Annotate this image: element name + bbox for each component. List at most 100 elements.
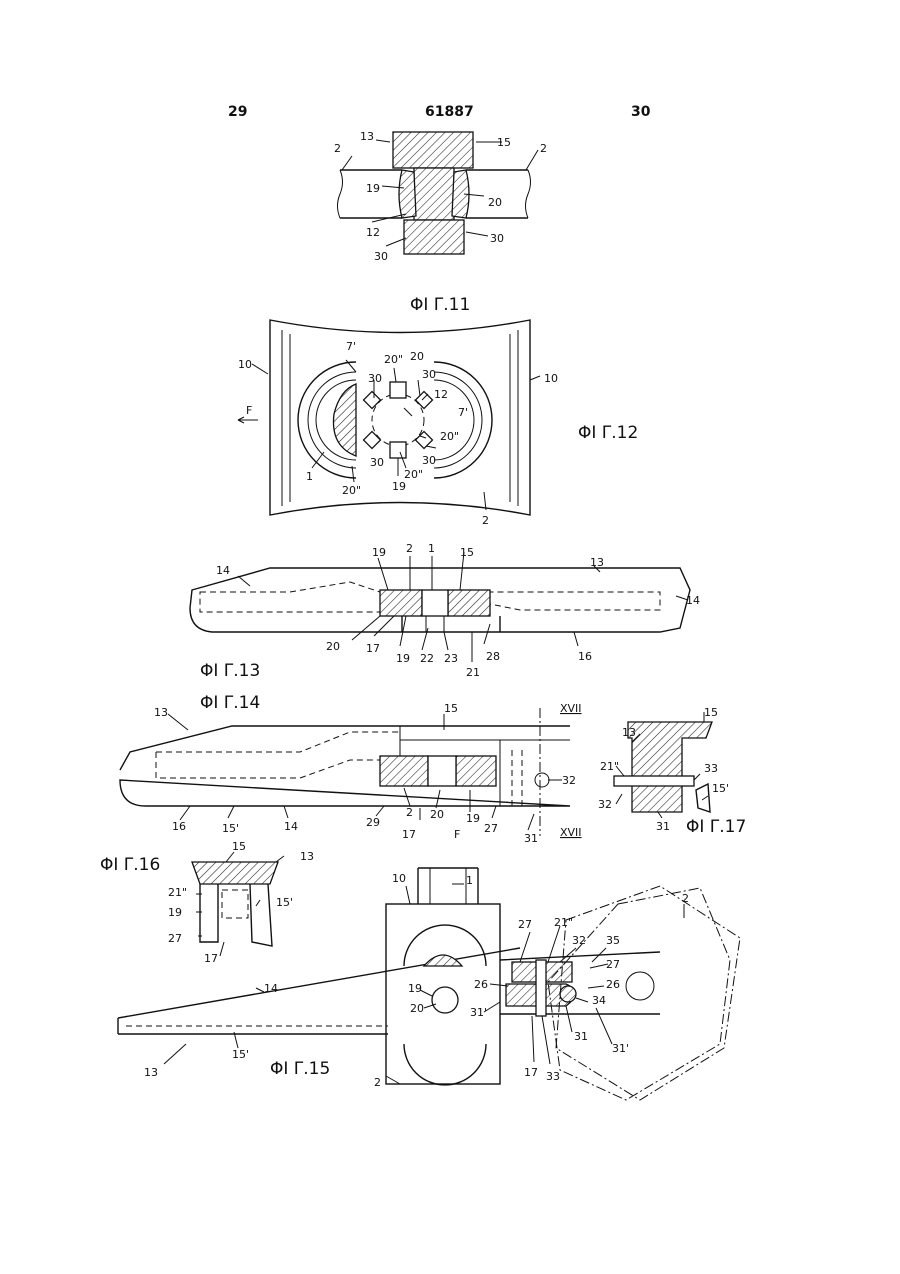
fig15-label-31prime-left: 31': [470, 1006, 487, 1019]
figure-15: [118, 868, 740, 1100]
fig16-label-19: 19: [168, 906, 182, 919]
fig12-label-7prime-top: 7': [346, 340, 356, 353]
fig12-label-30-br: 30: [422, 454, 436, 467]
fig11-label-2-right: 2: [540, 142, 547, 155]
fig14-label-15: 15: [444, 702, 458, 715]
fig12-label-20dq-top: 20": [384, 353, 403, 366]
fig13-label-23: 23: [444, 652, 458, 665]
fig12-label-1: 1: [306, 470, 313, 483]
fig15-label-19: 19: [408, 982, 422, 995]
fig11-label-12: 12: [366, 226, 380, 239]
fig15-label-35: 35: [606, 934, 620, 947]
fig14-label-F: F: [454, 828, 460, 841]
fig15-bolt-33: [536, 960, 546, 1016]
fig13-label-21: 21: [466, 666, 480, 679]
fig14-label-32: 32: [562, 774, 576, 787]
fig14-label-27: 27: [484, 822, 498, 835]
fig14-outline: [120, 726, 570, 806]
fig12-label-F: F: [246, 404, 252, 417]
fig15-pin-1-inner: [430, 868, 466, 904]
fig12-label-19: 19: [392, 480, 406, 493]
fig15-caption: ΦΙ Γ.15: [270, 1059, 330, 1079]
fig16-label-15prime: 15': [276, 896, 293, 909]
fig13-label-19: 19: [372, 546, 386, 559]
fig14-label-XVII-top: XVII: [560, 702, 582, 715]
fig12-key-bottom: [390, 442, 406, 458]
fig11-label-30-right: 30: [490, 232, 504, 245]
fig14-label-31: 31: [524, 832, 538, 845]
fig12-force-arrow: [238, 417, 258, 423]
fig14-label-20: 20: [430, 808, 444, 821]
figure-14: [120, 708, 570, 836]
fig12-label-20-top: 20: [410, 350, 424, 363]
fig12-key-2: [416, 392, 433, 409]
fig15-pin-19: [432, 987, 458, 1013]
fig13-label-16: 16: [578, 650, 592, 663]
fig12-label-10-left: 10: [238, 358, 252, 371]
fig12-label-30-tr: 30: [422, 368, 436, 381]
fig17-label-15: 15: [704, 706, 718, 719]
fig17-label-13: 13: [622, 726, 636, 739]
fig13-lug-lines: [402, 616, 500, 632]
fig13-label-2: 2: [406, 542, 413, 555]
fig13-label-20: 20: [326, 640, 340, 653]
fig12-caption: ΦΙ Γ.12: [578, 423, 638, 443]
fig13-label-19b: 19: [396, 652, 410, 665]
fig15-pin-34: [560, 986, 576, 1002]
fig15-slot-lower: [404, 1044, 486, 1085]
fig17-label-32: 32: [598, 798, 612, 811]
fig14-label-16: 16: [172, 820, 186, 833]
fig17-section: [628, 722, 712, 812]
figure-12: [238, 320, 530, 515]
fig14-label-17: 17: [402, 828, 416, 841]
fig14-label-29: 29: [366, 816, 380, 829]
fig15-label-17: 17: [524, 1066, 538, 1079]
fig13-caption: ΦΙ Γ.13: [200, 661, 260, 681]
fig12-label-20dq-right: 20": [440, 430, 459, 443]
fig12-label-20dq-left: 20": [342, 484, 361, 497]
fig12-label-20dq-bottom: 20": [404, 468, 423, 481]
fig11-ring-left: [399, 170, 416, 218]
fig11-label-13: 13: [360, 130, 374, 143]
fig15-hole: [626, 972, 654, 1000]
fig15-label-31prime-right: 31': [612, 1042, 629, 1055]
fig14-label-15prime: 15': [222, 822, 239, 835]
fig11-shank: [414, 168, 454, 220]
fig12-label-12: 12: [434, 388, 448, 401]
fig12-slot-right-rings: [434, 372, 482, 468]
fig16-label-27: 27: [168, 932, 182, 945]
fig17-label-15prime: 15': [712, 782, 729, 795]
fig15-label-32: 32: [572, 934, 586, 947]
fig14-ring-left: [380, 756, 428, 786]
fig16-hidden-insert: [222, 890, 248, 918]
fig14-label-XVII-bottom: XVII: [560, 826, 582, 839]
fig12-key-4: [416, 432, 433, 449]
fig15-label-14: 14: [264, 982, 278, 995]
fig15-label-10: 10: [392, 872, 406, 885]
fig16-head: [192, 862, 278, 884]
fig16-caption: ΦΙ Γ.16: [100, 855, 160, 875]
fig11-label-19: 19: [366, 182, 380, 195]
fig13-ring-left: [380, 590, 422, 616]
fig15-label-27-top: 27: [518, 918, 532, 931]
fig11-label-2-left: 2: [334, 142, 341, 155]
fig13-lug-pin: [426, 616, 444, 632]
fig16-legs: [200, 884, 272, 946]
fig15-label-2-top: 2: [682, 892, 689, 905]
fig16-label-21dq: 21": [168, 886, 187, 899]
fig13-pin: [422, 590, 448, 616]
fig11-head: [393, 132, 473, 168]
fig13-label-14-right: 14: [686, 594, 700, 607]
fig17-label-21dq: 21": [600, 760, 619, 773]
fig15-label-31: 31: [574, 1030, 588, 1043]
fig15-label-34: 34: [592, 994, 606, 1007]
fig15-label-33: 33: [546, 1070, 560, 1083]
fig17-bolt: [614, 776, 694, 786]
fig14-label-19: 19: [466, 812, 480, 825]
fig14-label-13: 13: [154, 706, 168, 719]
fig16-label-17: 17: [204, 952, 218, 965]
fig12-center-circle: [372, 394, 424, 446]
fig13-label-22: 22: [420, 652, 434, 665]
fig13-label-1: 1: [428, 542, 435, 555]
